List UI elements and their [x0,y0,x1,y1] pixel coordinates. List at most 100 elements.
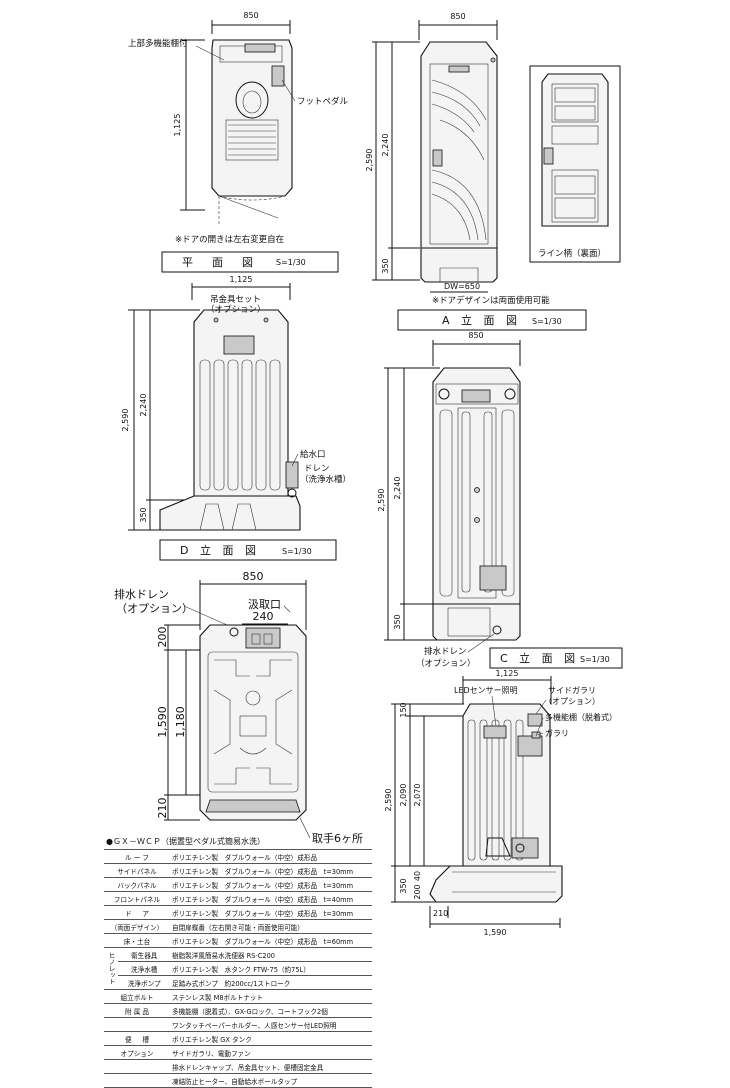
spec-value-cell: サイドガラリ、電動ファン [170,1045,372,1060]
sec-depth-dim: 1,125 [496,669,519,678]
sec-dim-150: 150 [399,702,408,717]
base-plan: 850 240 汲取口 排水ドレン （オプション） 200 1,590 1,18… [114,570,363,845]
spec-value-cell: ポリエチレン製 ダブルウォール（中空）成形品 [170,849,372,864]
spec-key-cell [104,1017,170,1032]
sec-dim-210: 210 [433,909,448,918]
spec-title: ●ＧＸ－ＷＣＰ（据置型ペダル式簡易水洗） [106,837,265,846]
spec-row: ヒノレット衛生器具樹脂製洋風簡易水洗便器 RS-C200 [104,947,372,990]
base-rib-pattern [213,659,293,785]
sec-side-rail-label: サイドガラリ [548,685,596,695]
spec-value-cell: ポリエチレン製 ダブルウォール（中空）成形品 t=30mm [170,863,372,878]
c-drain-cap [492,625,502,635]
spec-key-cell: フロントパネル [104,891,170,906]
spec-key-cell: 洗浄ポンプ [118,975,170,990]
spec-value-cell: 排水ドレンキャップ、吊金具セット、便槽固定金具 [170,1059,372,1074]
spec-row: 組立ボルトステンレス製 M8ボルトナット [104,989,372,1004]
c-title: C 立 面 図 [500,651,579,665]
d-scale: S=1/30 [282,547,312,556]
d-water-label: 給水口 [300,449,326,460]
base-inlet-label: 汲取口 [248,598,281,611]
sec-dim-200: 200 [413,884,422,899]
spec-value-cell: ポリエチレン製 ダブルウォール（中空）成形品 t=30mm [170,877,372,892]
d-base [159,495,301,531]
sec-rail-label: ガラリ [545,728,569,738]
d-vent [223,335,255,355]
d-drain-sub: （洗浄水槽） [300,474,351,485]
c-tank [479,565,507,591]
spec-row: 洗浄水槽ポリエチレン製 水タンク FTW-75（約75L） [104,961,372,976]
spec-key-cell: ド ア [104,905,170,920]
spec-value-cell: ステンレス製 M8ボルトナット [170,989,372,1004]
c-drain-option: （オプション） [416,658,476,669]
c-vent [461,389,491,403]
c-title-box [489,647,623,669]
spec-row: オプションサイドガラリ、電動ファン [104,1045,372,1060]
plan-pedal-label: フットペダル [297,96,349,107]
sec-multi-shelf [517,735,543,757]
base-dim-200: 200 [156,627,169,648]
spec-value-cell: ポリエチレン製 ダブルウォール（中空）成形品 t=30mm [170,905,372,920]
spec-value-cell: 凍結防止ヒーター、自動給水ボールタップ [170,1073,372,1088]
spec-row: ド アポリエチレン製 ダブルウォール（中空）成形品 t=30mm [104,905,372,920]
sec-dim-350: 350 [399,878,408,893]
base-inlet-dim: 240 [253,610,274,623]
sec-wall-ribs [467,719,524,861]
sec-dim-2590: 2,590 [384,789,393,812]
pedal-rect [271,65,285,87]
spec-key-cell: サイドパネル [104,863,170,878]
section-view: 1,125 150 2,590 2,090 2,070 350 200 40 2… [384,669,617,937]
a-door-width: DW=650 [444,282,480,291]
c-elevation: 850 2,590 2,240 350 排水ドレン （オプション） C 立 [377,331,623,669]
d-height-total: 2,590 [121,409,130,432]
a-title: A 立 面 図 [442,313,521,327]
sec-toilet [485,837,511,857]
spec-value-cell: ポリエチレン製 GX タンク [170,1031,372,1046]
a-base [420,247,498,283]
spec-row: 凍結防止ヒーター、自動給水ボールタップ [104,1073,372,1088]
base-drain-label: 排水ドレン [114,587,169,601]
spec-key-cell: （両面デザイン） [104,919,170,934]
spec-key-cell: 組立ボルト [104,989,170,1004]
sec-led [483,725,507,739]
base-handles-label: 取手6ヶ所 [312,831,363,845]
spec-row: ル ー フポリエチレン製 ダブルウォール（中空）成形品 [104,849,372,864]
c-door-ribs [439,409,515,597]
spec-key-cell [104,1059,170,1074]
c-width-dim: 850 [468,331,483,340]
a-door [429,63,489,245]
spec-row: バックパネルポリエチレン製 ダブルウォール（中空）成形品 t=30mm [104,877,372,892]
spec-row: 床・土台ポリエチレン製 ダブルウォール（中空）成形品 t=60mm [104,933,372,948]
a-height-body: 2,240 [381,134,390,157]
sec-side-rail-option: （オプション） [544,697,600,706]
base-outline [199,624,307,821]
spec-key-cell: 衛生器具 [118,947,170,962]
d-hook-option: （オプション） [206,304,266,315]
d-water-inlet [285,461,299,489]
spec-row: フロントパネルポリエチレン製 ダブルウォール（中空）成形品 t=40mm [104,891,372,906]
sec-side-rail [527,713,543,727]
spec-value-cell: 樹脂製洋風簡易水洗便器 RS-C200 [170,947,372,962]
spec-row: サイドパネルポリエチレン製 ダブルウォール（中空）成形品 t=30mm [104,863,372,878]
plan-title-box [161,251,339,273]
d-title-box [159,539,337,561]
a-body-outline [420,41,498,249]
spec-key-cell: 洗浄水槽 [118,961,170,976]
base-drain-cap [229,627,239,637]
sec-dim-1590: 1,590 [484,928,507,937]
sec-base [429,865,563,903]
spec-value-cell: 足踏み式ポンプ 約200cc/1ストローク [170,975,372,990]
spec-key-cell: オプション [104,1045,170,1060]
base-dim-1180: 1,180 [174,706,187,738]
c-height-total: 2,590 [377,489,386,512]
spec-key-cell: 床・土台 [104,933,170,948]
a-height-total: 2,590 [365,149,374,172]
c-drain-label: 排水ドレン [424,646,467,657]
spec-value-cell: 自閉扉蝶番（左右開き可能・両面使用可能） [170,919,372,934]
base-dim-1590: 1,590 [156,706,169,738]
a-elevation: 850 2,590 2,240 350 DW=650 ※ドアデザインは両面使用可… [365,12,621,331]
line-pattern-frame [529,65,621,263]
plan-shelf-label: 上部多機能棚付 [128,38,188,49]
spec-value-cell: ポリエチレン製 ダブルウォール（中空）成形品 t=40mm [170,891,372,906]
spec-row: 洗浄ポンプ足踏み式ポンプ 約200cc/1ストローク [104,975,372,990]
plan-depth-dim: 1,125 [173,114,182,137]
